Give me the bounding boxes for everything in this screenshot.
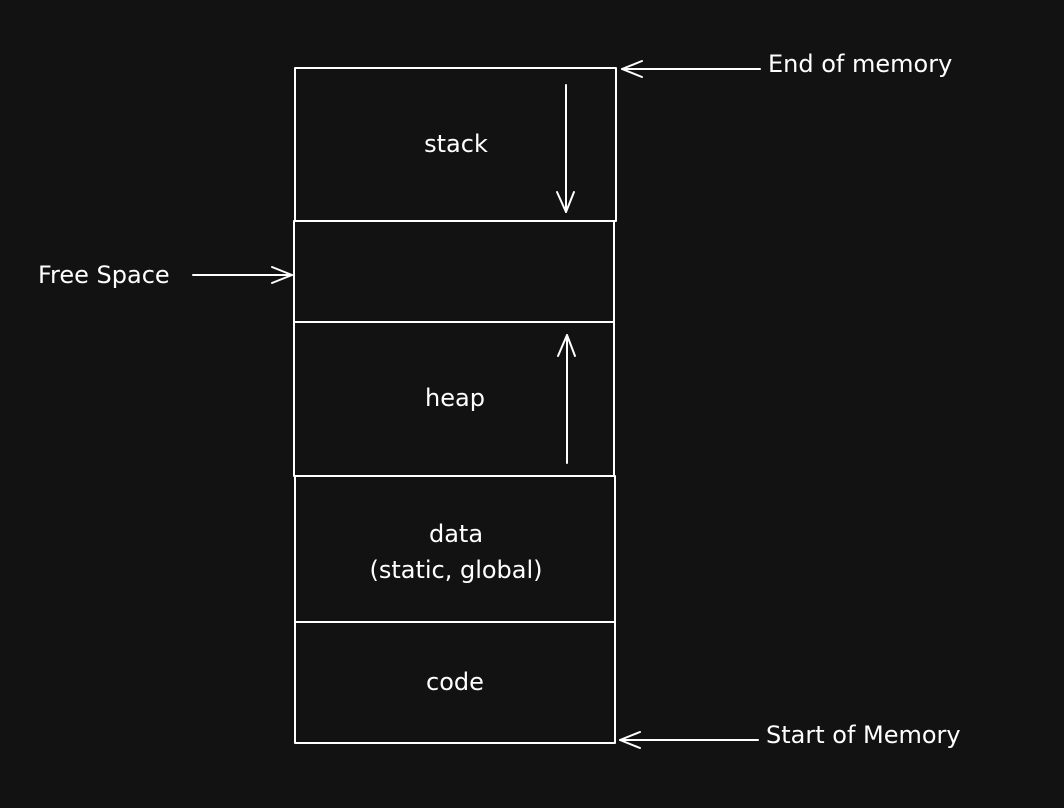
free-space-segment <box>293 220 615 323</box>
data-label: data <box>429 520 483 548</box>
heap-label: heap <box>425 384 485 412</box>
end-of-memory-label: End of memory <box>768 50 952 78</box>
free-space-pointer <box>192 266 293 284</box>
free-space-label: Free Space <box>38 261 170 289</box>
end-of-memory-pointer <box>621 60 761 78</box>
stack-growth-arrow <box>556 84 575 213</box>
start-of-memory-pointer <box>619 731 759 749</box>
data-segment <box>294 475 616 623</box>
code-label: code <box>426 668 484 696</box>
data-sublabel: (static, global) <box>369 556 542 584</box>
start-of-memory-label: Start of Memory <box>766 721 961 749</box>
heap-growth-arrow <box>557 334 576 464</box>
stack-label: stack <box>424 130 488 158</box>
code-segment <box>294 621 616 744</box>
